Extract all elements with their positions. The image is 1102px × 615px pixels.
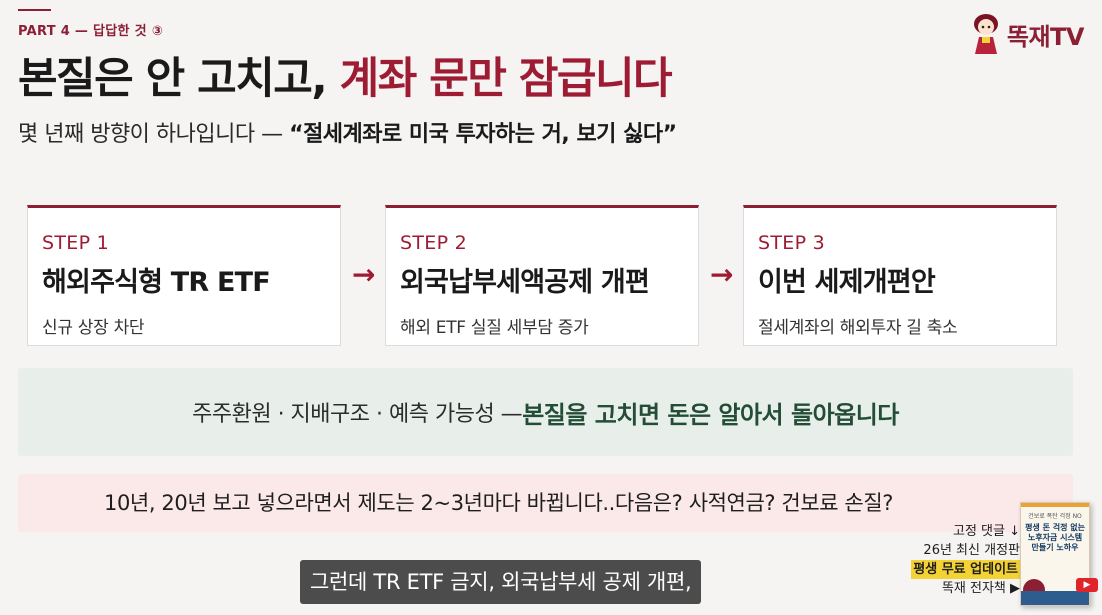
step-card-3: STEP 3 이번 세제개편안 절세계좌의 해외투자 길 축소 xyxy=(743,205,1057,346)
step-title: 외국납부세액공제 개편 xyxy=(400,267,650,298)
step-title: 해외주식형 TR ETF xyxy=(42,267,271,298)
step-description: 절세계좌의 해외투자 길 축소 xyxy=(758,318,958,338)
step-description: 해외 ETF 실질 세부담 증가 xyxy=(400,318,589,338)
part-label: PART 4 — 답답한 것 ③ xyxy=(18,24,164,39)
title-accent: 계좌 문만 잠급니다 xyxy=(339,54,673,104)
brand-logo: 똑재TV xyxy=(969,12,1085,56)
page-title: 본질은 안 고치고, 계좌 문만 잠급니다 xyxy=(18,44,673,106)
play-icon: ▶ xyxy=(1076,578,1098,592)
step-title: 이번 세제개편안 xyxy=(758,267,936,298)
arrow-right-icon: → xyxy=(352,258,376,291)
step-card-1: STEP 1 해외주식형 TR ETF 신규 상장 차단 xyxy=(27,205,341,346)
summary-text: 주주환원 · 지배구조 · 예측 가능성 — xyxy=(192,402,523,427)
step-card-2: STEP 2 외국납부세액공제 개편 해외 ETF 실질 세부담 증가 xyxy=(385,205,699,346)
book-bottom-band xyxy=(1021,591,1089,605)
subtitle-text: 몇 년째 방향이 하나입니다 — xyxy=(18,122,290,147)
ebook-cover[interactable]: 건보료 폭탄 걱정 NO 평생 돈 걱정 없는 노후자금 시스템 만들기 노하우 xyxy=(1020,502,1090,606)
promo-highlight: 평생 무료 업데이트 xyxy=(911,560,1020,579)
video-subtitle: 그런데 TR ETF 금지, 외국납부세 공제 개편, xyxy=(300,560,702,604)
top-accent-rule xyxy=(18,9,51,11)
brand-name: 똑재TV xyxy=(1006,22,1085,51)
summary-box: 주주환원 · 지배구조 · 예측 가능성 — 본질을 고치면 돈은 알아서 돌아… xyxy=(18,368,1073,456)
promo-edition: 26년 최신 개정판 xyxy=(923,543,1020,558)
title-main: 본질은 안 고치고, xyxy=(18,54,340,104)
note-text: 10년, 20년 보고 넣으라면서 제도는 2~3년마다 바뀝니다..다음은? … xyxy=(104,491,894,515)
arrow-right-icon: → xyxy=(710,258,734,291)
step-description: 신규 상장 차단 xyxy=(42,318,145,338)
promo-block[interactable]: 고정 댓글 ↓ 26년 최신 개정판 평생 무료 업데이트 똑재 전자책 ▶ xyxy=(880,522,1020,598)
subtitle-quote: “절세계좌로 미국 투자하는 거, 보기 싫다” xyxy=(289,122,677,147)
promo-pinned-comment: 고정 댓글 ↓ xyxy=(953,524,1020,539)
mascot-icon xyxy=(973,14,998,54)
summary-emphasis: 본질을 고치면 돈은 알아서 돌아옵니다 xyxy=(522,400,899,429)
page-subtitle: 몇 년째 방향이 하나입니다 — “절세계좌로 미국 투자하는 거, 보기 싫다… xyxy=(18,116,677,148)
book-top-band xyxy=(1021,503,1089,507)
step-number: STEP 2 xyxy=(400,232,468,254)
step-number: STEP 3 xyxy=(758,232,826,254)
promo-ebook-link[interactable]: 똑재 전자책 ▶ xyxy=(941,581,1020,596)
book-top-text: 건보료 폭탄 걱정 NO xyxy=(1028,513,1082,520)
book-title: 평생 돈 걱정 없는 노후자금 시스템 만들기 노하우 xyxy=(1025,522,1085,552)
step-number: STEP 1 xyxy=(42,232,110,254)
note-box: 10년, 20년 보고 넣으라면서 제도는 2~3년마다 바뀝니다..다음은? … xyxy=(18,474,1073,532)
